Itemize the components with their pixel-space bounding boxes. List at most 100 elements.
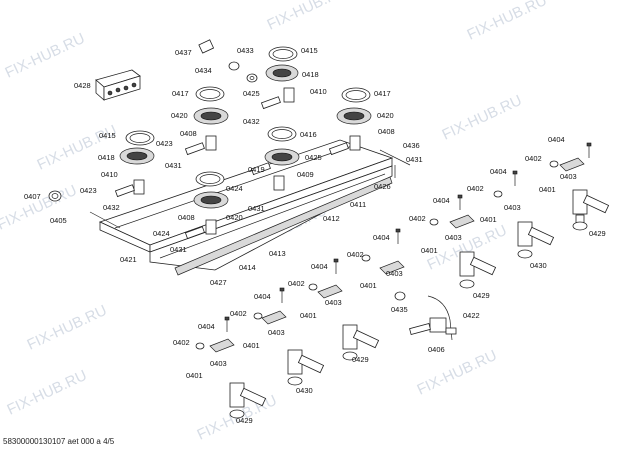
watermark: FIX-HUB.RU: [265, 0, 350, 34]
label-0402: 0402: [467, 184, 484, 193]
label-0404: 0404: [311, 262, 328, 271]
watermark: FIX-HUB.RU: [3, 30, 88, 82]
label-0430: 0430: [296, 386, 313, 395]
drawing-reference: 58300000130107 aet 000 a 4/5: [3, 437, 115, 446]
label-0432: 0432: [103, 203, 120, 212]
part-labels: 0407 0405 0421 0427 0414 0413 0412 0411 …: [24, 46, 606, 425]
label-0415: 0415: [99, 131, 116, 140]
watermark: FIX-HUB.RU: [440, 92, 525, 144]
watermark: FIX-HUB.RU: [0, 182, 79, 234]
label-0433: 0433: [237, 46, 254, 55]
burner-assembly: [119, 46, 372, 209]
label-0408: 0408: [180, 129, 197, 138]
label-0403: 0403: [504, 203, 521, 212]
label-0401: 0401: [421, 246, 438, 255]
label-0429: 0429: [473, 291, 490, 300]
valve: [572, 189, 610, 231]
burner-bodies: [114, 87, 361, 240]
label-0409: 0409: [297, 170, 314, 179]
valve: [287, 349, 325, 386]
watermark: FIX-HUB.RU: [25, 302, 110, 354]
label-0407: 0407: [24, 192, 41, 201]
label-0420: 0420: [226, 213, 243, 222]
label-0428: 0428: [74, 81, 91, 90]
label-0417: 0417: [172, 89, 189, 98]
label-0403: 0403: [445, 233, 462, 242]
label-0408: 0408: [178, 213, 195, 222]
valve: [517, 221, 555, 259]
valve-clips: [209, 157, 585, 353]
label-0401: 0401: [300, 311, 317, 320]
label-0424: 0424: [226, 184, 243, 193]
label-0429: 0429: [589, 229, 606, 238]
label-0420: 0420: [377, 111, 394, 120]
label-0422: 0422: [463, 311, 480, 320]
label-0417: 0417: [374, 89, 391, 98]
label-0425: 0425: [305, 153, 322, 162]
label-0404: 0404: [254, 292, 271, 301]
label-0434: 0434: [195, 66, 212, 75]
label-0418: 0418: [302, 70, 319, 79]
label-0429: 0429: [236, 416, 253, 425]
valve: [229, 382, 267, 419]
watermark: FIX-HUB.RU: [35, 122, 120, 174]
label-0402: 0402: [347, 250, 364, 259]
part-0428-block: [95, 69, 141, 101]
label-0426: 0426: [374, 182, 391, 191]
label-0429: 0429: [352, 355, 369, 364]
label-0402: 0402: [230, 309, 247, 318]
label-0412: 0412: [323, 214, 340, 223]
label-0427: 0427: [210, 278, 227, 287]
label-0436: 0436: [403, 141, 420, 150]
label-0401: 0401: [480, 215, 497, 224]
part-0422-pipe: [427, 295, 453, 341]
screws-0404: [224, 142, 592, 332]
valve: [342, 324, 380, 361]
part-0407: [48, 190, 62, 202]
label-0424: 0424: [153, 229, 170, 238]
part-0435: [394, 291, 406, 301]
label-0431: 0431: [165, 161, 182, 170]
label-0420: 0420: [171, 111, 188, 120]
label-0423: 0423: [80, 186, 97, 195]
label-0415: 0415: [301, 46, 318, 55]
label-0403: 0403: [268, 328, 285, 337]
label-0410: 0410: [310, 87, 327, 96]
label-0405: 0405: [50, 216, 67, 225]
valve: [459, 251, 497, 289]
part-0437: [198, 39, 215, 54]
label-0416: 0416: [300, 130, 317, 139]
label-0421: 0421: [120, 255, 137, 264]
label-0402: 0402: [409, 214, 426, 223]
label-0430: 0430: [530, 261, 547, 270]
label-0403: 0403: [560, 172, 577, 181]
label-0404: 0404: [373, 233, 390, 242]
label-0431: 0431: [248, 204, 265, 213]
label-0431: 0431: [406, 155, 423, 164]
label-0404: 0404: [198, 322, 215, 331]
label-0423: 0423: [156, 139, 173, 148]
label-0403: 0403: [386, 269, 403, 278]
label-0404: 0404: [490, 167, 507, 176]
label-0401: 0401: [539, 185, 556, 194]
label-0432: 0432: [243, 117, 260, 126]
label-0435: 0435: [391, 305, 408, 314]
valve-assemblies: [229, 189, 610, 419]
part-0434: [228, 61, 240, 71]
label-0408: 0408: [378, 127, 395, 136]
label-0410: 0410: [101, 170, 118, 179]
label-0413: 0413: [269, 249, 286, 258]
label-0414: 0414: [239, 263, 256, 272]
label-0411: 0411: [350, 200, 366, 209]
label-0403: 0403: [210, 359, 227, 368]
label-0437: 0437: [175, 48, 192, 57]
part-0406: [409, 317, 457, 335]
label-0401: 0401: [243, 341, 260, 350]
watermark: FIX-HUB.RU: [5, 367, 90, 419]
label-0402: 0402: [288, 279, 305, 288]
label-0419: 0419: [248, 165, 265, 174]
label-0404: 0404: [548, 135, 565, 144]
label-0406: 0406: [428, 345, 445, 354]
label-0425: 0425: [243, 89, 260, 98]
